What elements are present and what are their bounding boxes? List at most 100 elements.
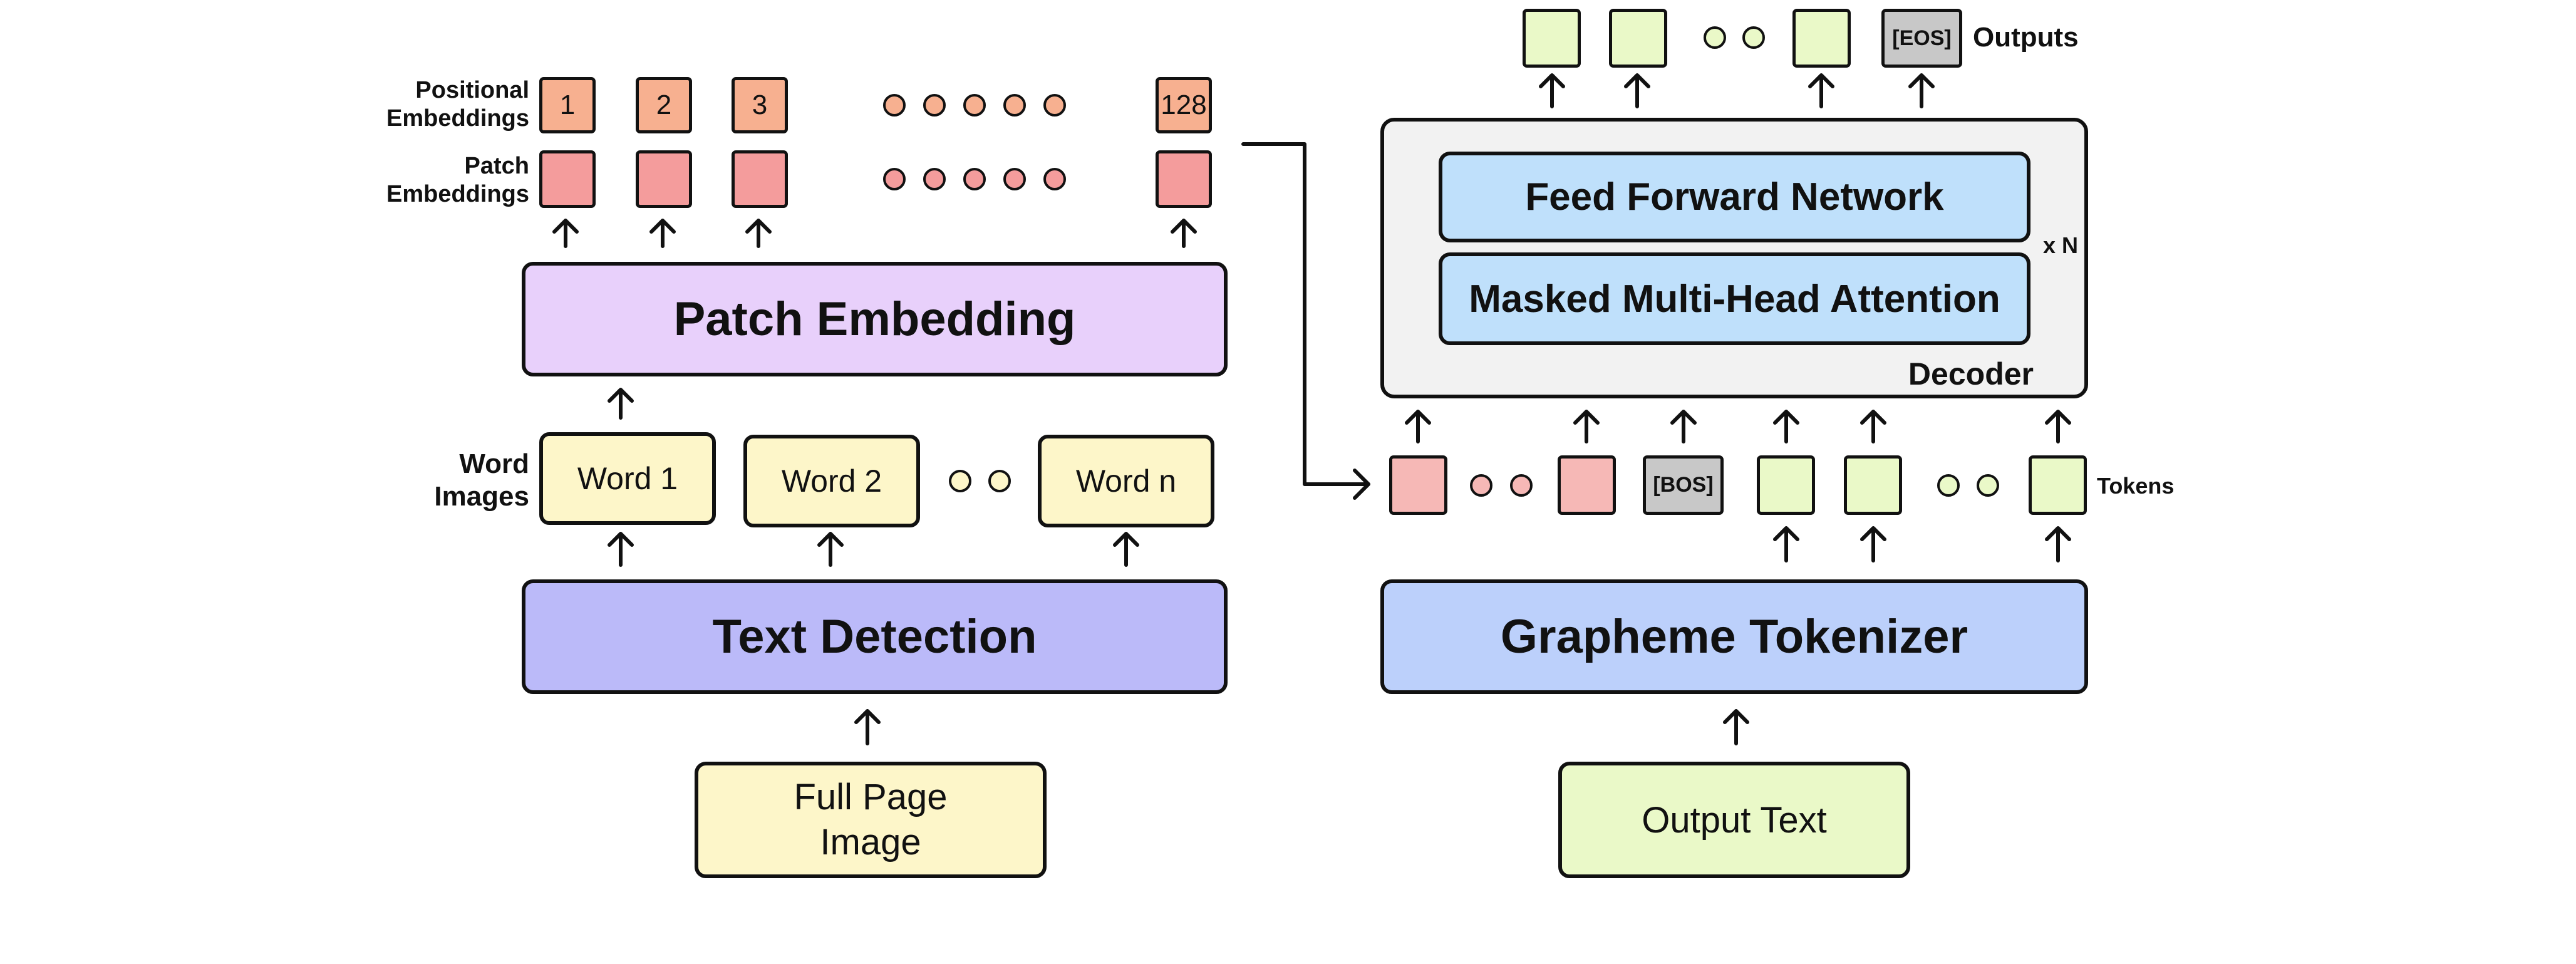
bos-token: [BOS] (1643, 455, 1724, 515)
arrow-up (1405, 410, 1431, 443)
tokens-label: Tokens (2097, 473, 2175, 499)
outputs-label: Outputs (1973, 22, 2079, 53)
positional-embeddings-label: Positional Embeddings (351, 76, 529, 133)
positional-value: 3 (752, 90, 768, 120)
ellipsis-dot (1043, 168, 1066, 190)
ellipsis-dot (1470, 474, 1492, 497)
arrow-up (745, 219, 772, 248)
arrow-up (1808, 73, 1834, 108)
feed-forward-network: Feed Forward Network (1439, 152, 2030, 242)
arrow-up (1573, 410, 1600, 443)
positional-label-line1: Positional (415, 77, 529, 103)
arrow-up (552, 219, 579, 248)
text-token (1757, 455, 1815, 515)
connector-line (1241, 142, 1370, 486)
ellipsis-dot (883, 94, 906, 117)
ellipsis-dot (923, 168, 946, 190)
patch-label-line1: Patch (464, 153, 529, 179)
patch-label-line2: Embeddings (386, 180, 529, 207)
connector-arrowhead (1353, 469, 1370, 500)
grapheme-tokenizer-block: Grapheme Tokenizer (1380, 579, 2088, 694)
positional-embedding-1: 1 (539, 77, 596, 133)
arrow-up (1624, 73, 1650, 108)
arrow-up (2045, 410, 2071, 443)
full-page-line2: Image (820, 822, 921, 863)
feed-forward-title: Feed Forward Network (1525, 175, 1944, 219)
grapheme-tokenizer-title: Grapheme Tokenizer (1500, 610, 1968, 663)
ellipsis-dot (963, 168, 986, 190)
patch-embedding-square (1156, 150, 1212, 208)
patch-embedding-square (732, 150, 788, 208)
arrow-up (2045, 526, 2071, 562)
output-token (1609, 9, 1667, 68)
arrow-up (608, 532, 634, 567)
eos-token: [EOS] (1881, 9, 1962, 68)
arrow-up (854, 709, 881, 745)
word-image-n: Word n (1038, 435, 1214, 527)
output-token (1523, 9, 1581, 68)
patch-embeddings-label: Patch Embeddings (351, 152, 529, 209)
arrow-up (1113, 532, 1139, 567)
image-token (1389, 455, 1447, 515)
word-images-line2: Images (434, 480, 529, 512)
positional-embedding-128: 128 (1156, 77, 1212, 133)
patch-embedding-square (636, 150, 692, 208)
arrow-up (1670, 410, 1697, 443)
text-token (1844, 455, 1902, 515)
masked-multi-head-attention: Masked Multi-Head Attention (1439, 252, 2030, 345)
text-detection-block: Text Detection (522, 579, 1228, 694)
image-token (1558, 455, 1616, 515)
arrow-up (1860, 410, 1886, 443)
output-token (1792, 9, 1851, 68)
word-image-2: Word 2 (743, 435, 920, 527)
ellipsis-dot (988, 470, 1011, 492)
repeat-label: x N (2043, 232, 2079, 258)
ellipsis-dot (1003, 94, 1026, 117)
bos-label: [BOS] (1653, 473, 1714, 497)
word-image-1: Word 1 (539, 432, 716, 525)
ellipsis-dot (883, 168, 906, 190)
patch-embedding-block: Patch Embedding (522, 262, 1228, 376)
arrow-up (1860, 526, 1886, 562)
positional-value: 1 (559, 90, 576, 120)
ellipsis-dot (949, 470, 971, 492)
word-images-line1: Word (459, 448, 529, 479)
arrow-up (608, 388, 634, 420)
eos-label: [EOS] (1892, 26, 1952, 50)
positional-value: 128 (1161, 90, 1207, 120)
arrow-up (1908, 73, 1935, 108)
ellipsis-dot (1043, 94, 1066, 117)
arrow-up (1539, 73, 1565, 108)
positional-embedding-3: 3 (732, 77, 788, 133)
positional-value: 2 (656, 90, 672, 120)
arrow-up (817, 532, 844, 567)
arrow-up (1723, 709, 1749, 745)
arrow-up (1773, 410, 1799, 443)
ellipsis-dot (1704, 26, 1726, 49)
output-text-title: Output Text (1642, 799, 1827, 841)
positional-label-line2: Embeddings (386, 105, 529, 132)
word-label: Word 2 (781, 464, 882, 499)
arrow-up (1171, 219, 1197, 248)
ellipsis-dot (963, 94, 986, 117)
word-label: Word n (1075, 464, 1177, 499)
ellipsis-dot (1003, 168, 1026, 190)
decoder-label: Decoder (1908, 356, 2034, 391)
positional-embedding-2: 2 (636, 77, 692, 133)
full-page-line1: Full Page (794, 776, 948, 817)
masked-attention-title: Masked Multi-Head Attention (1469, 277, 2000, 321)
patch-embedding-square (539, 150, 596, 208)
patch-embedding-title: Patch Embedding (673, 293, 1076, 346)
word-images-label: Word Images (376, 448, 529, 513)
arrow-up (1773, 526, 1799, 562)
word-label: Word 1 (577, 461, 678, 496)
ellipsis-dot (1742, 26, 1765, 49)
ellipsis-dot (1977, 474, 1999, 497)
full-page-image: Full Page Image (695, 762, 1047, 878)
ellipsis-dot (923, 94, 946, 117)
ellipsis-dot (1937, 474, 1960, 497)
arrow-up (649, 219, 676, 248)
ellipsis-dot (1510, 474, 1533, 497)
text-token (2029, 455, 2087, 515)
